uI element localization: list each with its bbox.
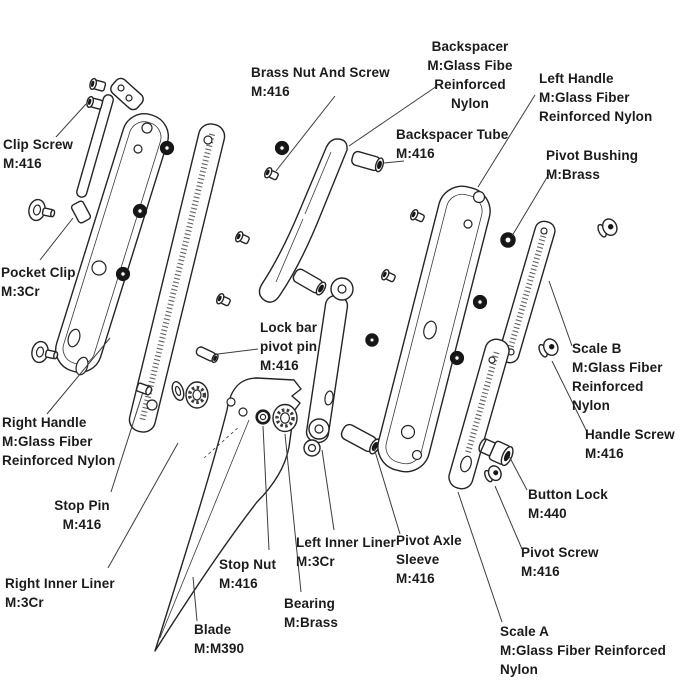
right-inner-liner-drawing bbox=[128, 123, 226, 433]
pocket-clip-drawing bbox=[70, 77, 144, 224]
label-pocket-clip: Pocket Clip M:3Cr bbox=[1, 265, 76, 299]
lock-bar-drawing bbox=[303, 277, 354, 457]
black-nuts-group bbox=[115, 140, 488, 366]
label-clip-screw: Clip Screw M:416 bbox=[3, 137, 74, 171]
button-lock-drawing bbox=[478, 438, 514, 467]
bearing-drawing bbox=[185, 381, 209, 409]
label-handle-screw: Handle Screw M:416 bbox=[585, 427, 675, 461]
label-backspacer: Backspacer M:Glass Fibe Reinforced Nylon bbox=[427, 39, 513, 111]
label-button-lock: Button Lock M:440 bbox=[528, 487, 608, 521]
label-pivot-screw: Pivot Screw M:416 bbox=[521, 545, 599, 579]
pivot-bushing-drawing bbox=[500, 232, 516, 248]
label-pivot-bushing: Pivot Bushing M:Brass bbox=[546, 148, 639, 182]
backspacer-drawing bbox=[258, 138, 348, 303]
pan-screws-group bbox=[216, 166, 425, 307]
label-backspacer-tube: Backspacer Tube M:416 bbox=[396, 127, 509, 161]
backspacer-tube-drawing bbox=[351, 150, 385, 173]
label-lock-bar-pivot-pin: Lock bar pivot pin M:416 bbox=[260, 320, 318, 373]
label-bearing: Bearing M:Brass bbox=[284, 596, 338, 630]
label-left-inner-liner: Left Inner Liner M:3Cr bbox=[296, 535, 396, 569]
pivot-screw-drawing bbox=[484, 465, 502, 483]
handle-screws-drawing bbox=[538, 218, 618, 358]
label-scale-a: Scale A M:Glass Fiber Reinforced Nylon bbox=[500, 624, 666, 677]
blade-drawing bbox=[154, 377, 302, 652]
label-pivot-axle-sleeve: Pivot Axle Sleeve M:416 bbox=[396, 533, 462, 586]
standoff-screws-drawing bbox=[28, 198, 59, 364]
washer-drawing bbox=[171, 381, 185, 401]
label-brass-nut-and-screw: Brass Nut And Screw M:416 bbox=[251, 65, 390, 99]
scale-a-drawing bbox=[448, 338, 510, 490]
pivot-axle-sleeve-drawing bbox=[340, 423, 381, 455]
stop-nut-drawing bbox=[255, 409, 271, 425]
label-blade: Blade M:M390 bbox=[194, 622, 245, 656]
left-handle-drawing bbox=[377, 185, 491, 473]
label-scale-b: Scale B M:Glass Fiber Reinforced Nylon bbox=[572, 341, 663, 413]
spacer-tube-drawing bbox=[292, 268, 327, 296]
label-right-handle: Right Handle M:Glass Fiber Reinforced Ny… bbox=[2, 415, 116, 468]
label-stop-pin: Stop Pin M:416 bbox=[54, 498, 110, 532]
label-left-handle: Left Handle M:Glass Fiber Reinforced Nyl… bbox=[539, 71, 653, 124]
leader-lines bbox=[39, 85, 588, 623]
clip-screws-drawing bbox=[86, 77, 107, 110]
label-stop-nut: Stop Nut M:416 bbox=[219, 557, 277, 591]
label-right-inner-liner: Right Inner Liner M:3Cr bbox=[5, 576, 115, 610]
lock-bar-pivot-pin-drawing bbox=[195, 346, 219, 364]
stop-pin-drawing bbox=[135, 382, 153, 396]
bearing2-drawing bbox=[272, 403, 298, 433]
right-handle-drawing bbox=[55, 113, 169, 376]
